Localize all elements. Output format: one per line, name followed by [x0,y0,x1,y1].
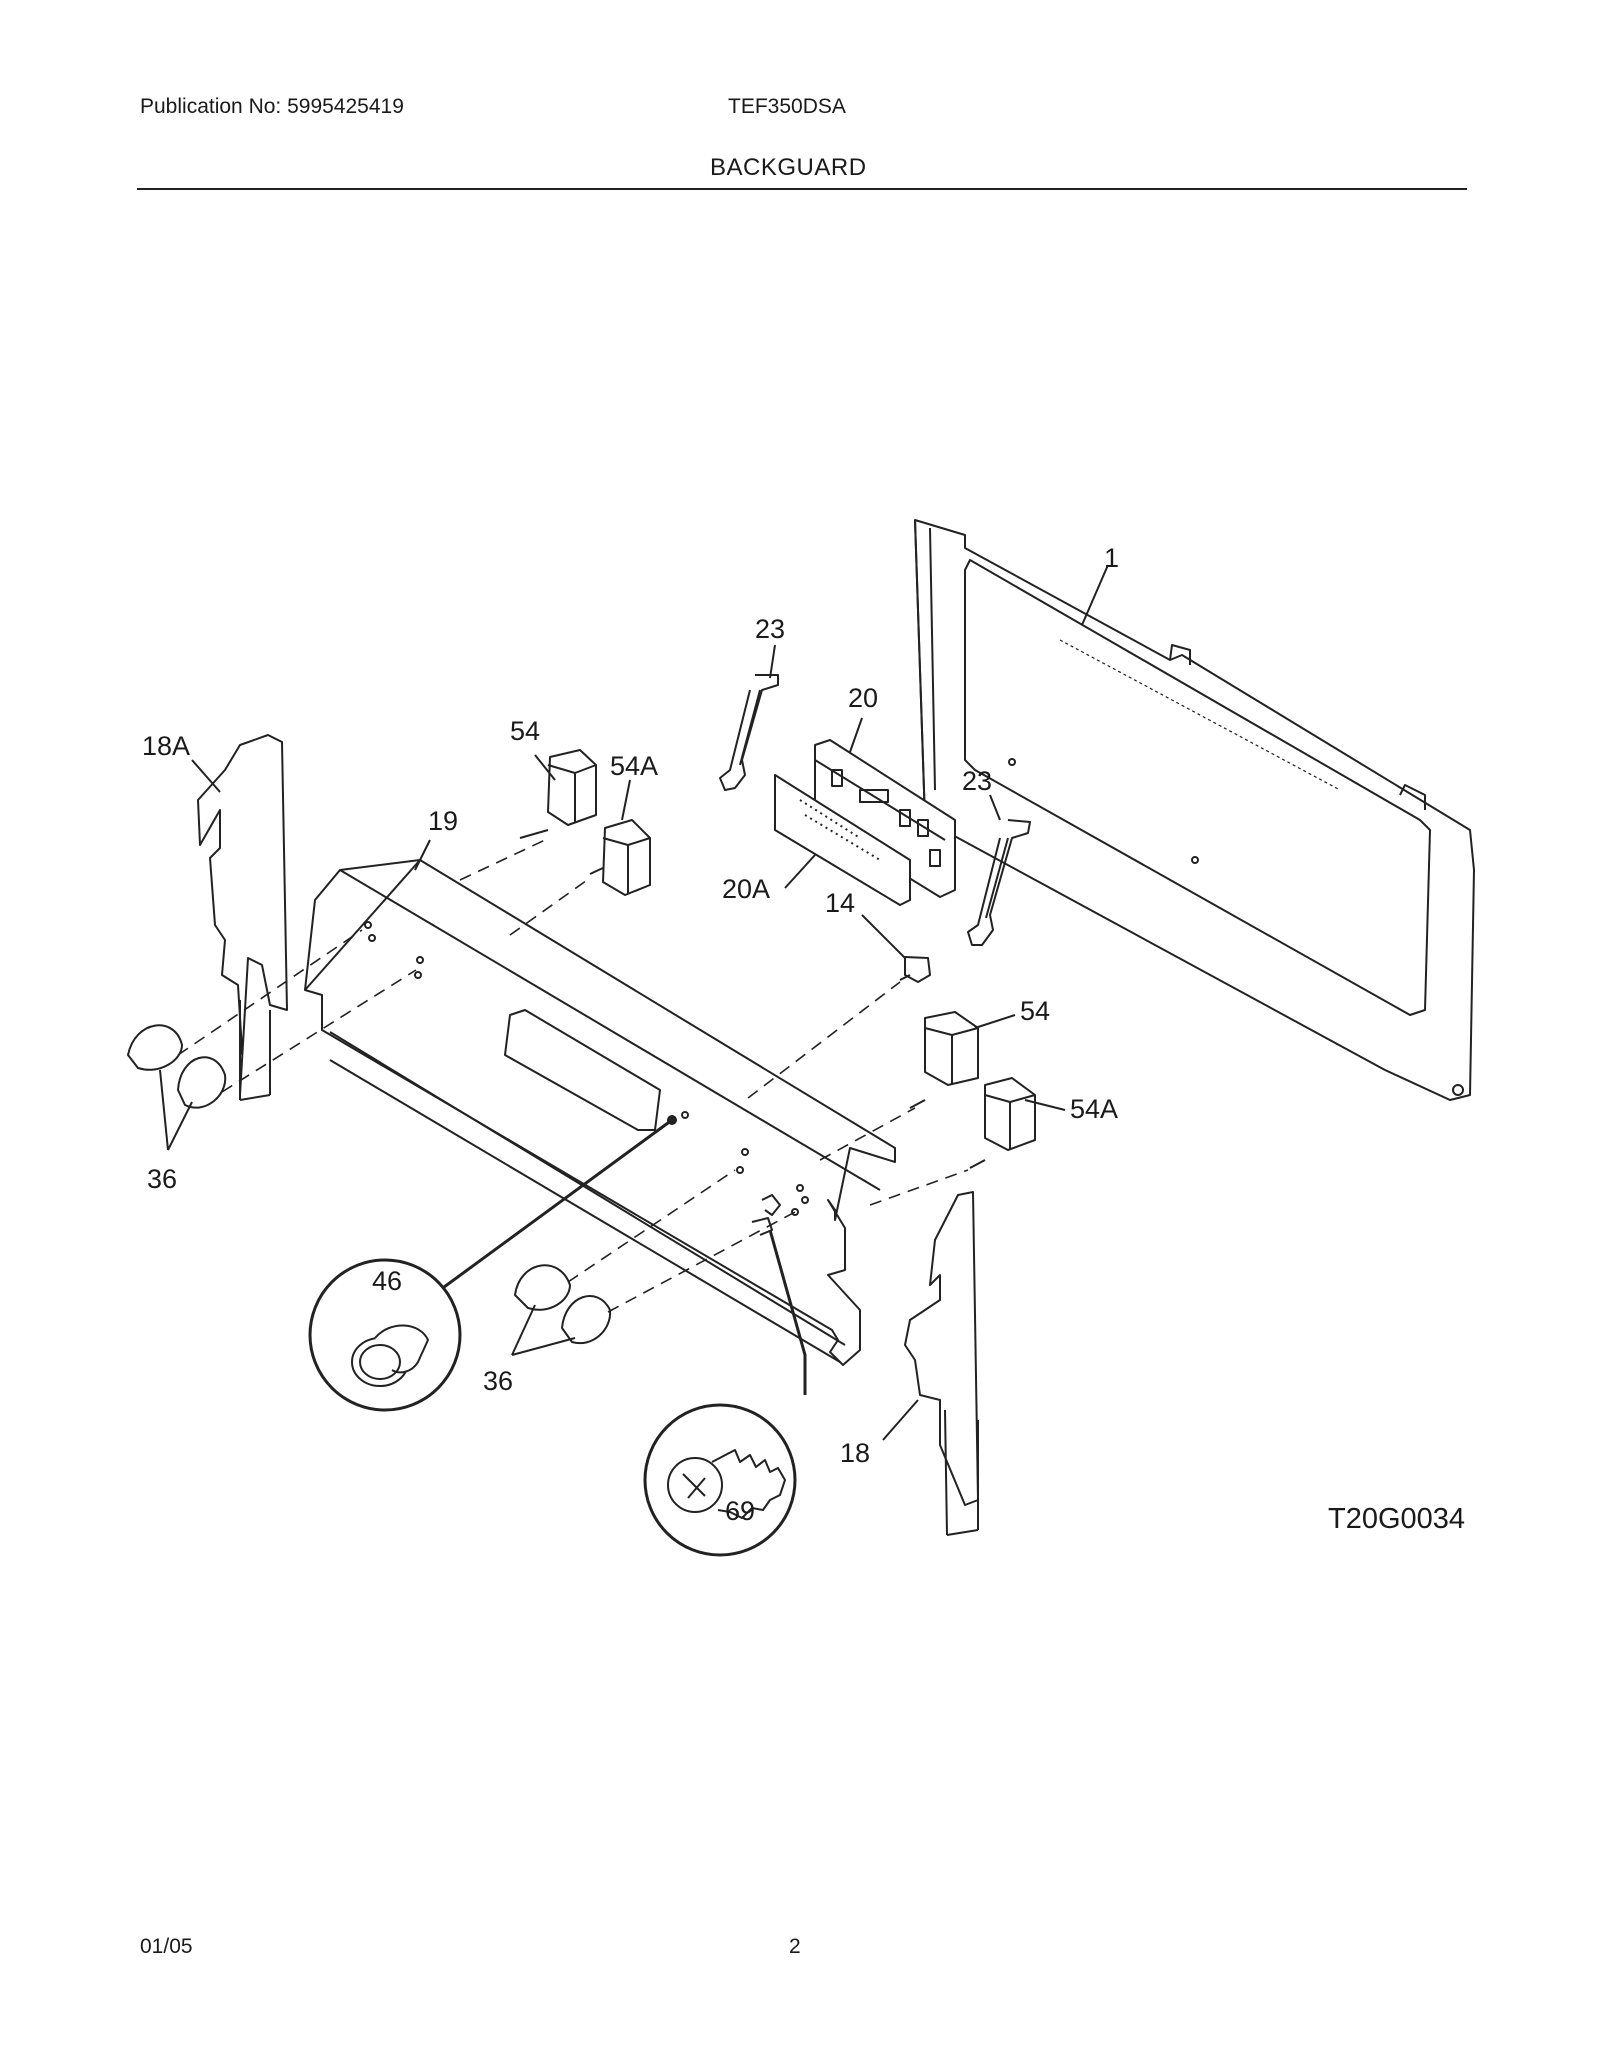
callout-46-detail [308,1258,462,1412]
switch-54-lower [909,1011,979,1109]
callout-label-36-left: 36 [147,1164,177,1194]
screw-leader-wire [768,1229,807,1395]
callout-label-54a-lower: 54A [1070,1094,1118,1124]
callout-label-18a: 18A [142,731,190,761]
section-title: BACKGUARD [710,154,867,181]
callout-label-14: 14 [825,888,855,918]
callout-label-54a-upper: 54A [610,751,658,781]
knob-36-center-a [514,1264,571,1311]
switch-54a-lower [969,1077,1036,1169]
callout-69-detail [643,1403,797,1557]
model-number: TEF350DSA [728,95,846,118]
console-19 [304,859,896,1366]
knob-36-left-b [177,1056,227,1109]
callout-label-18: 18 [840,1438,870,1468]
callout-label-23-upper: 23 [755,614,785,644]
callout-label-54-lower: 54 [1020,996,1050,1026]
knob-leader-wire [439,1118,673,1292]
knob-36-center-b [561,1295,612,1345]
page-number: 2 [789,1935,801,1958]
indicator-lamp-14 [899,956,931,983]
callout-label-20: 20 [848,683,878,713]
callout-label-69: 69 [725,1496,755,1526]
callout-label-23-lower: 23 [962,766,992,796]
clip-23-upper [719,674,779,791]
backguard-rear-panel [914,519,1475,1101]
screw-69-small [751,1194,781,1236]
clip-23-lower [967,819,1031,946]
callout-label-19: 19 [428,806,458,836]
switch-54a-upper [589,819,651,896]
end-cap-18 [904,1191,979,1536]
switch-54-upper [519,749,597,839]
callout-label-36-center: 36 [483,1366,513,1396]
label-leaders [159,564,1109,1441]
knob-36-left-a [127,1024,183,1071]
overlay-20a [774,774,911,906]
callout-label-1: 1 [1104,543,1119,573]
callout-label-54-upper: 54 [510,716,540,746]
wire-end [667,1115,677,1125]
footer-date: 01/05 [140,1935,193,1958]
header-rule [137,188,1467,190]
end-cap-18a [197,734,288,1101]
callout-label-20a: 20A [722,874,770,904]
callout-label-46: 46 [372,1266,402,1296]
diagram-code: T20G0034 [1328,1503,1465,1535]
publication-number: Publication No: 5995425419 [140,95,404,118]
assembly-lines [177,839,969,1313]
